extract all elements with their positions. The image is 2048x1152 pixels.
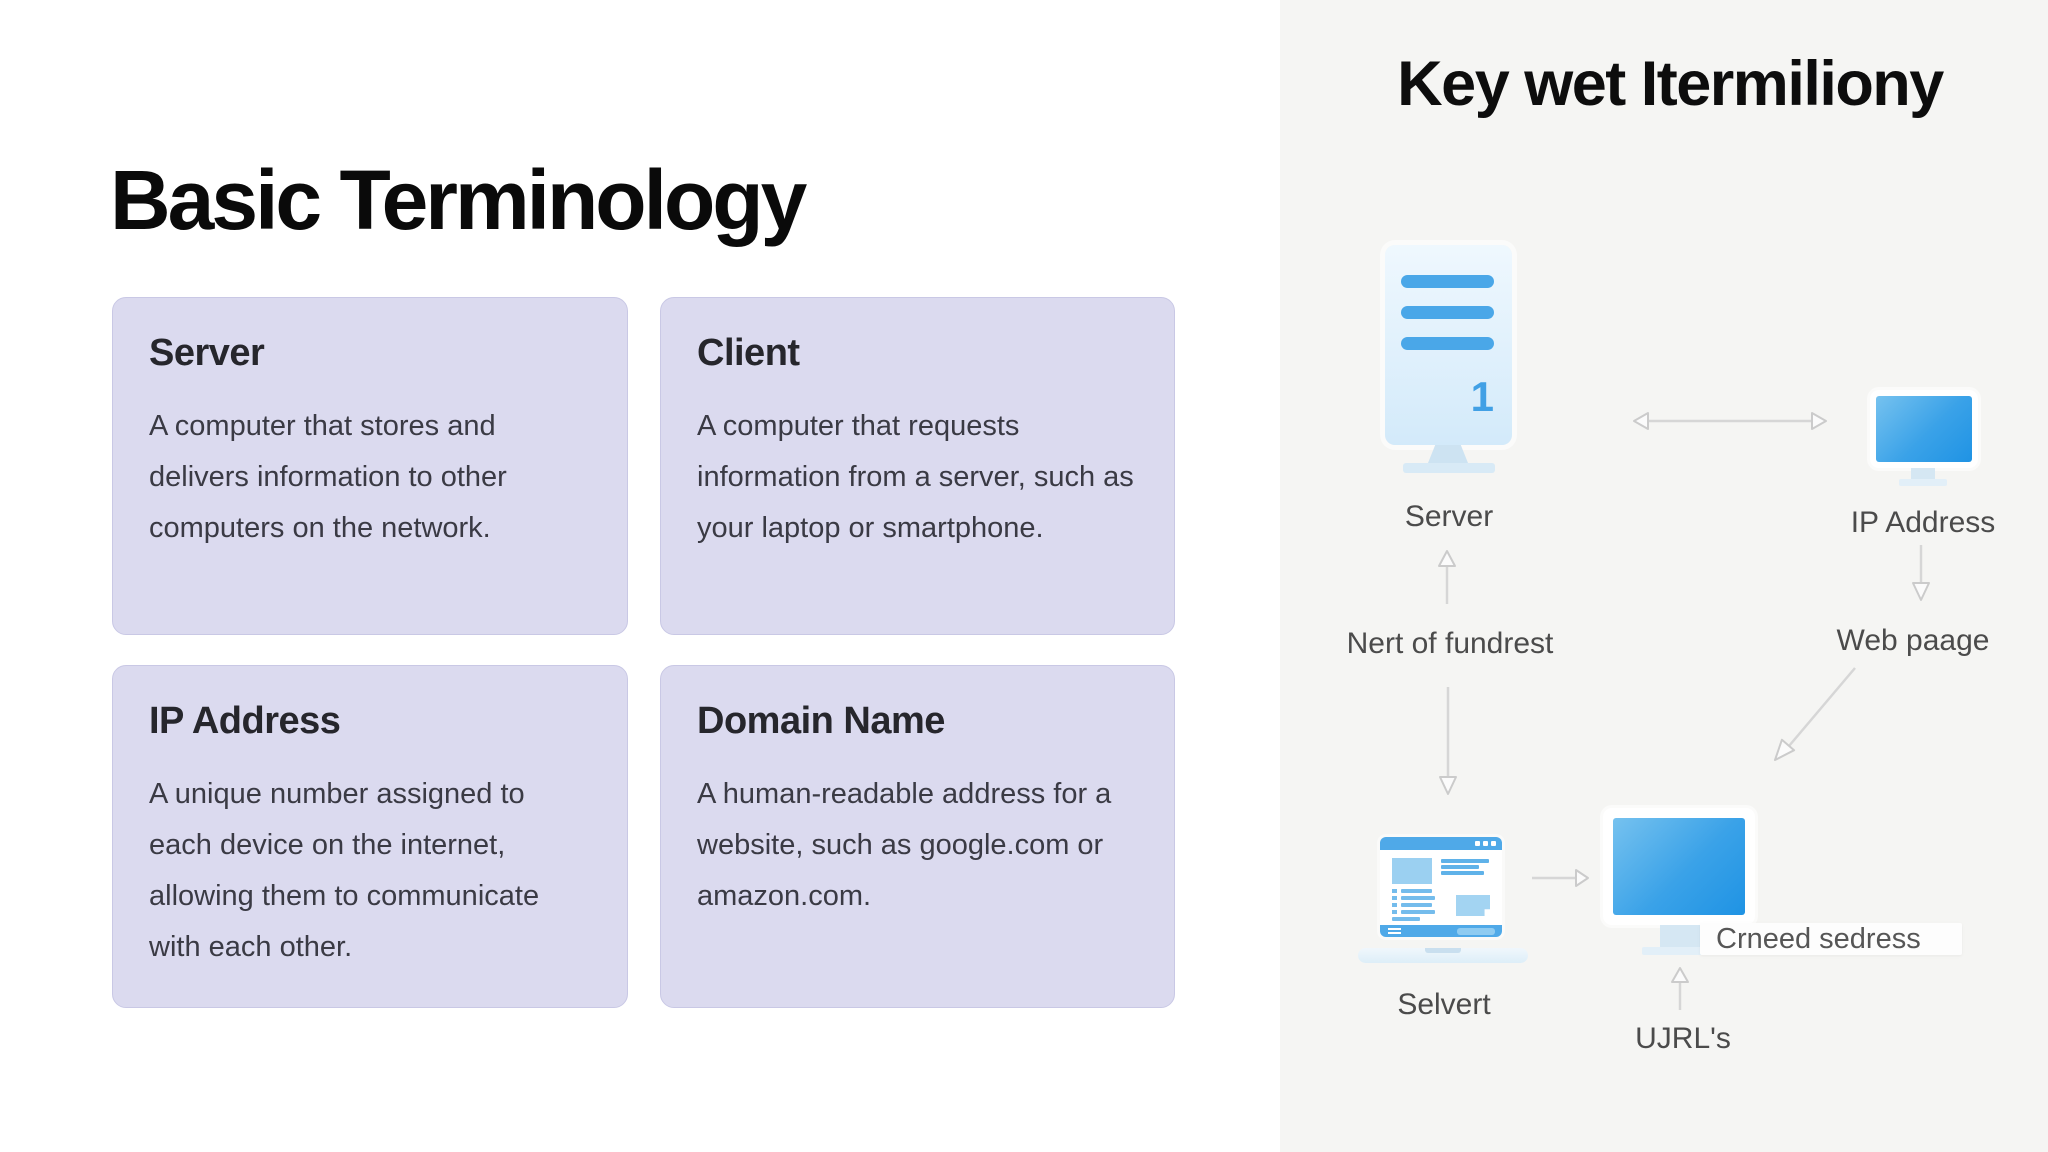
browser-text-line: [1392, 917, 1420, 921]
browser-image-block: [1392, 858, 1432, 884]
double-arrow-icon: [1633, 412, 1827, 430]
browser-menu-dash: [1388, 928, 1401, 930]
browser-bullet: [1392, 889, 1397, 893]
term-card-client: Client A computer that requests informat…: [660, 297, 1175, 635]
card-title-ip-address: IP Address: [149, 700, 341, 742]
browser-bullet: [1392, 910, 1397, 914]
card-title-server: Server: [149, 332, 265, 374]
browser-text-line: [1401, 896, 1435, 900]
card-body-domain-name: A human-readable address for a website, …: [697, 778, 1112, 913]
page-title: Basic Terminology: [110, 153, 807, 247]
ip-address-label: IP Address: [1850, 506, 1996, 539]
browser-dot-icon: [1491, 841, 1496, 846]
web-monitor-icon: [1603, 808, 1755, 925]
server-stand: [1428, 445, 1468, 463]
card-title-domain-name: Domain Name: [697, 700, 945, 742]
web-page-label: Web paage: [1836, 624, 1990, 657]
card-body-server: A computer that stores and delivers info…: [149, 410, 507, 545]
diagonal-arrow-icon: [1774, 667, 1856, 761]
browser-footer-bar: [1380, 925, 1502, 937]
ip-monitor-stand: [1911, 468, 1935, 479]
illustration-panel: Key wet Itermiliony 1 Server IP Address: [1280, 0, 2048, 1152]
server-label: Server: [1404, 500, 1494, 533]
url-label: UJRL's: [1635, 1022, 1731, 1055]
right-arrow-icon: [1532, 869, 1589, 887]
address-bar-label: Crneed sedress: [1716, 922, 1921, 955]
browser-button-pill: [1457, 928, 1495, 935]
server-tower-icon: 1: [1385, 245, 1512, 445]
up-arrow-icon: [1438, 550, 1456, 604]
server-base: [1403, 463, 1495, 473]
laptop-base-notch: [1425, 948, 1461, 953]
ip-monitor-base: [1899, 479, 1947, 486]
web-monitor-stand: [1660, 925, 1705, 947]
address-bar: Crneed sedress: [1700, 923, 1962, 955]
browser-text-line: [1441, 865, 1479, 869]
client-label: Selvert: [1397, 988, 1491, 1021]
browser-header-bar: [1380, 837, 1502, 850]
browser-dot-icon: [1475, 841, 1480, 846]
laptop-browser-icon: [1380, 837, 1502, 937]
down-arrow-icon: [1912, 545, 1930, 601]
ip-monitor-screen: [1876, 396, 1972, 462]
server-rack-bar-icon: [1401, 306, 1494, 319]
browser-menu-dash: [1388, 932, 1401, 934]
web-monitor-screen: [1613, 818, 1745, 915]
browser-dot-icon: [1483, 841, 1488, 846]
network-label: Nert of fundrest: [1346, 627, 1554, 660]
term-card-ip-address: IP Address A unique number assigned to e…: [112, 665, 628, 1008]
browser-image-block: [1456, 895, 1490, 916]
ip-monitor-icon: [1870, 390, 1978, 468]
term-card-domain-name: Domain Name A human-readable address for…: [660, 665, 1175, 1008]
browser-text-line: [1401, 889, 1432, 893]
illustration-title: Key wet Itermiliony: [1397, 49, 1944, 119]
server-unit-number: 1: [1470, 373, 1494, 420]
browser-bullet: [1392, 896, 1397, 900]
up-arrow-icon: [1671, 967, 1689, 1010]
card-body-client: A computer that requests information fro…: [697, 410, 1134, 545]
web-monitor-base: [1642, 947, 1712, 955]
browser-text-line: [1401, 910, 1435, 914]
laptop-base: [1358, 948, 1528, 963]
browser-text-line: [1401, 903, 1432, 907]
card-body-ip-address: A unique number assigned to each device …: [149, 778, 540, 964]
browser-text-line: [1441, 859, 1489, 863]
card-title-client: Client: [697, 332, 800, 374]
server-rack-bar-icon: [1401, 337, 1494, 350]
browser-text-line: [1441, 871, 1484, 875]
browser-bullet: [1392, 903, 1397, 907]
server-rack-bar-icon: [1401, 275, 1494, 288]
down-arrow-icon: [1439, 687, 1457, 795]
term-card-server: Server A computer that stores and delive…: [112, 297, 628, 635]
